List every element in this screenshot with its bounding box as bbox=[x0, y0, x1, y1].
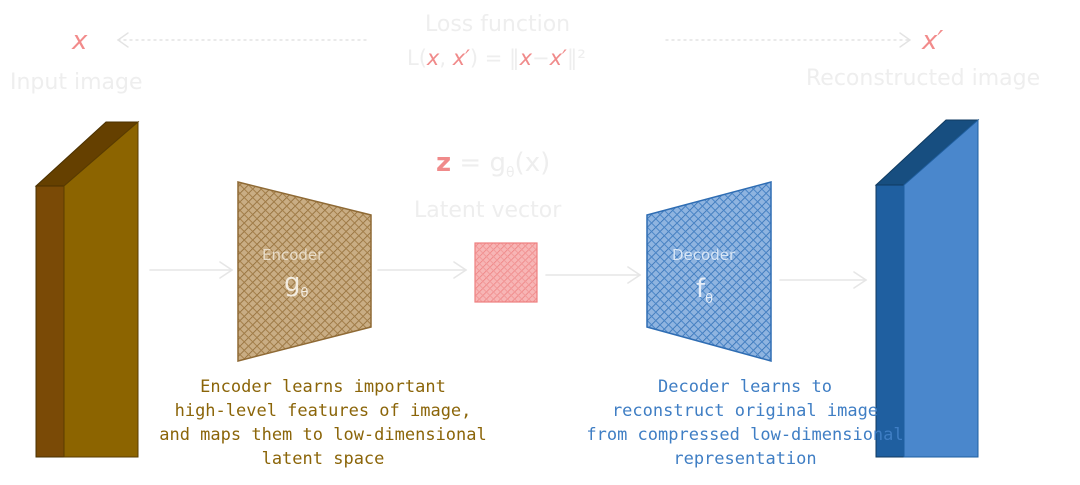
decoder-description-line: reconstruct original image bbox=[611, 401, 879, 421]
encoder-description-line: high-level features of image, bbox=[174, 401, 472, 421]
output-image-slab bbox=[874, 118, 980, 458]
latent-arg: (x) bbox=[514, 148, 551, 178]
output-symbol: x′ bbox=[922, 26, 944, 56]
loss-formula-x2: x bbox=[519, 46, 532, 70]
input-image-slab bbox=[34, 120, 140, 458]
output-slab-front bbox=[903, 118, 979, 458]
encoder-block bbox=[237, 181, 372, 362]
latent-equals: = g bbox=[459, 148, 506, 178]
loss-formula-prefix: L( bbox=[407, 46, 427, 70]
loss-formula-suffix: ‖² bbox=[566, 46, 586, 70]
loss-formula-xprime: x′ bbox=[452, 46, 470, 70]
loss-arrows bbox=[116, 32, 912, 48]
loss-formula-minus: − bbox=[532, 46, 550, 70]
decoder-description-line: Decoder learns to bbox=[658, 377, 832, 397]
loss-formula: L(x, x′) = ‖x−x′‖² bbox=[407, 46, 586, 70]
loss-arrow-left bbox=[116, 32, 367, 48]
encoder-description-line: Encoder learns important bbox=[200, 377, 446, 397]
encoder-description-line: and maps them to low-dimensional bbox=[159, 425, 487, 445]
arrow-input-to-encoder bbox=[149, 261, 234, 279]
decoder-symbol-f: f bbox=[696, 274, 706, 304]
input-image-label: Input image bbox=[10, 70, 143, 95]
latent-equation: z = gθ(x) bbox=[436, 148, 550, 181]
loss-arrow-right bbox=[665, 32, 912, 48]
latent-vector-block bbox=[474, 242, 538, 303]
arrow-encoder-to-latent bbox=[377, 261, 468, 279]
loss-function-title: Loss function bbox=[425, 12, 571, 37]
latent-symbol: z bbox=[436, 148, 452, 178]
decoder-symbol: fθ bbox=[696, 274, 713, 307]
latent-theta: θ bbox=[505, 165, 515, 182]
encoder-description-line: latent space bbox=[261, 449, 385, 469]
loss-formula-comma: , bbox=[439, 46, 447, 70]
encoder-symbol-theta: θ bbox=[300, 286, 309, 302]
input-slab-side bbox=[35, 185, 65, 458]
latent-vector-label: Latent vector bbox=[414, 198, 562, 223]
encoder-symbol-g: g bbox=[284, 268, 301, 298]
decoder-symbol-theta: θ bbox=[705, 292, 714, 308]
decoder-description-line: from compressed low-dimensional bbox=[586, 425, 904, 445]
arrow-decoder-to-output bbox=[779, 271, 868, 289]
encoder-label: Encoder bbox=[262, 246, 324, 264]
input-symbol: x bbox=[72, 26, 88, 56]
decoder-description-line: representation bbox=[673, 449, 817, 469]
loss-formula-x: x bbox=[426, 46, 440, 70]
arrow-latent-to-decoder bbox=[545, 266, 642, 284]
encoder-symbol: gθ bbox=[284, 268, 308, 301]
loss-formula-xprime2: x′ bbox=[549, 46, 567, 70]
decoder-block bbox=[646, 181, 772, 362]
loss-formula-mid: ) = ‖ bbox=[469, 46, 520, 70]
decoder-label: Decoder bbox=[672, 246, 736, 264]
flow-arrows bbox=[149, 261, 868, 289]
encoder-description: Encoder learns important high-level feat… bbox=[118, 375, 528, 471]
input-slab-front bbox=[63, 120, 139, 458]
decoder-description: Decoder learns to reconstruct original i… bbox=[540, 375, 950, 471]
reconstructed-image-label: Reconstructed image bbox=[806, 66, 1041, 91]
